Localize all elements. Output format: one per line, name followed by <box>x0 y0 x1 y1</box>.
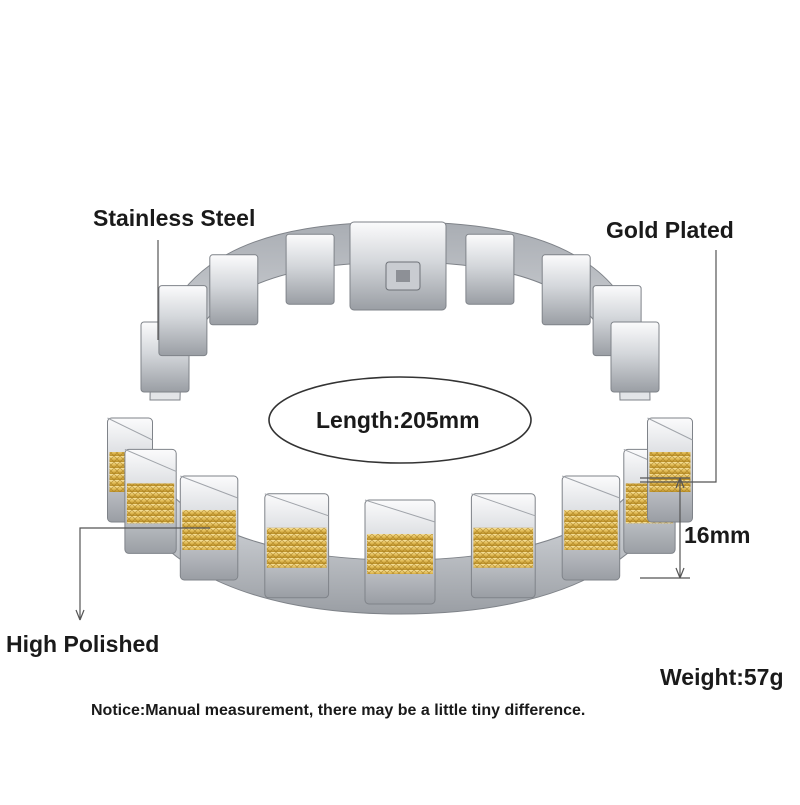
length-label: Length:205mm <box>316 407 480 433</box>
callout-lines <box>75 240 717 621</box>
back-link <box>158 285 208 357</box>
back-link <box>209 254 259 326</box>
front-link <box>470 493 536 599</box>
length-ellipse <box>268 376 532 464</box>
weight-label: Weight:57g <box>660 664 784 690</box>
back-link <box>541 254 591 326</box>
front-link <box>647 417 693 523</box>
back-link <box>285 233 335 305</box>
gold-plated-label: Gold Plated <box>606 217 734 243</box>
high-polished-label: High Polished <box>6 631 160 657</box>
back-link <box>610 321 660 393</box>
front-link <box>264 493 330 599</box>
back-link <box>465 233 515 305</box>
width-label: 16mm <box>684 522 751 548</box>
front-link <box>124 448 177 554</box>
front-link <box>561 475 621 581</box>
notice-text: Notice:Manual measurement, there may be … <box>91 702 586 719</box>
bracelet-front-links <box>107 417 693 605</box>
front-link <box>364 499 436 605</box>
bracelet-clasp <box>349 221 447 311</box>
stainless-steel-label: Stainless Steel <box>93 205 256 231</box>
